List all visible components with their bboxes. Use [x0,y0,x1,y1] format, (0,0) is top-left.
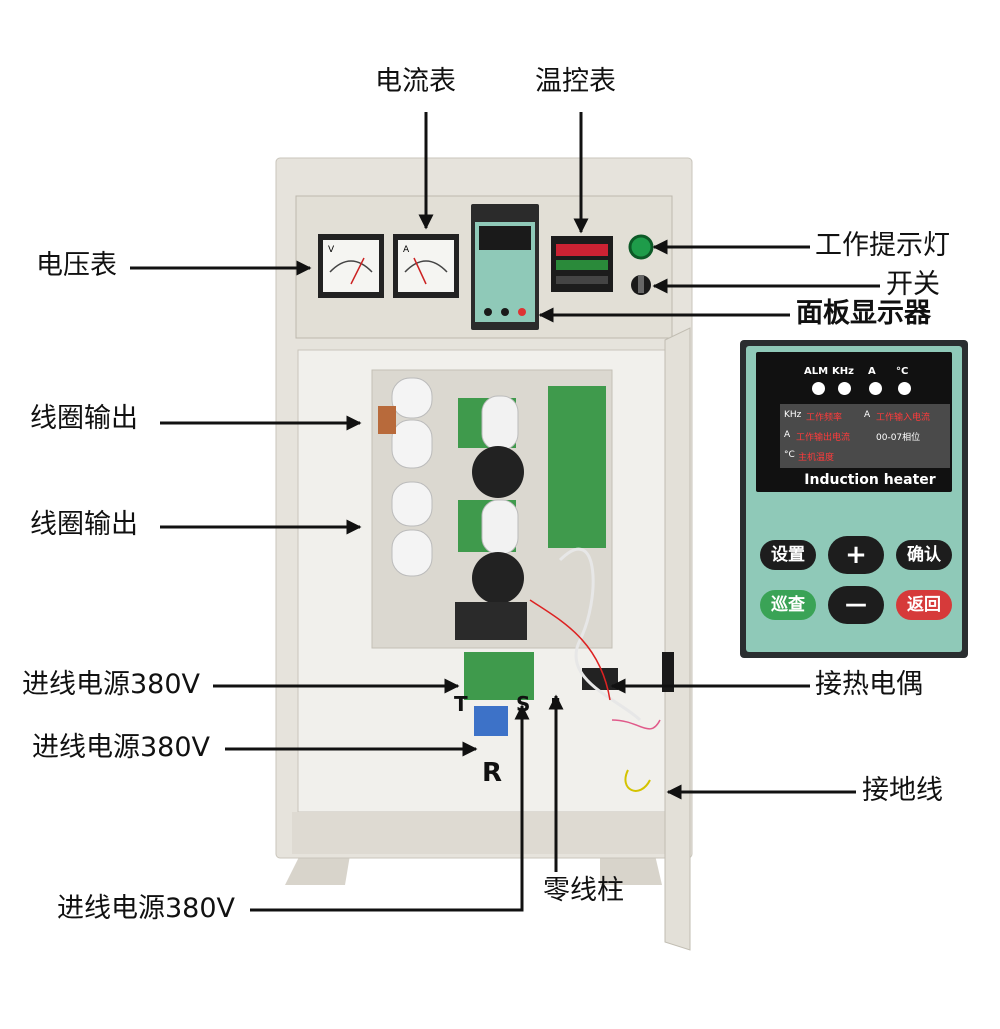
leader-lines [130,112,880,912]
work-indicator-light [628,234,654,260]
screen-phase: 00-07相位 [876,433,921,443]
cabinet-door [662,327,691,951]
terminal-t: T [454,692,468,716]
label-input-power-t: 进线电源380V [22,669,201,700]
led-alm [812,382,825,395]
label-coil-output-1: 线圈输出 [30,403,138,434]
label-thermocouple: 接热电偶 [815,669,923,700]
voltmeter: V [318,234,384,298]
screen-khz: KHz [784,410,802,420]
label-switch: 开关 [886,269,940,300]
screen-output-current: 工作输出电流 [796,433,851,443]
amp-symbol: A [403,245,410,255]
screen-a2: A [784,430,791,440]
label-voltmeter: 电压表 [36,250,117,281]
panel-brand: Induction heater [804,472,936,488]
panel-top-bezel: ALM KHz A °C KHz 工作频率 A 工作输入电流 A 工作输出电流 … [756,352,952,492]
panel-display-inset: ALM KHz A °C KHz 工作频率 A 工作输入电流 A 工作输出电流 … [740,340,968,658]
screen-work-freq: 工作频率 [806,413,843,423]
panel-face: ALM KHz A °C KHz 工作频率 A 工作输入电流 A 工作输出电流 … [746,346,962,652]
ammeter: A [393,234,459,298]
screen-degc: °C [784,450,795,460]
minus-button[interactable]: — [828,586,884,624]
plus-button[interactable]: + [828,536,884,574]
label-work-indicator: 工作提示灯 [815,230,950,261]
patrol-button[interactable]: 巡查 [760,590,816,620]
volt-symbol: V [328,245,335,255]
temperature-controller [551,236,613,292]
panel-controller [471,204,539,330]
set-button[interactable]: 设置 [760,540,816,570]
led-label-degc: °C [896,366,909,377]
label-temp-controller: 温控表 [535,66,616,97]
label-coil-output-2: 线圈输出 [30,509,138,540]
label-input-power-r: 进线电源380V [32,732,211,763]
back-button[interactable]: 返回 [896,590,952,620]
label-ground-wire: 接地线 [862,775,943,806]
led-label-khz: KHz [832,366,854,377]
led-a [869,382,882,395]
screen-host-temp: 主机温度 [798,453,835,463]
label-input-power-s: 进线电源380V [57,893,236,924]
interior-components [371,369,661,792]
terminal-s: S [516,692,531,716]
label-neutral-post: 零线柱 [543,875,624,906]
screen-a1: A [864,410,871,420]
screen-input-current: 工作输入电流 [876,413,931,423]
led-khz [838,382,851,395]
led-label-a: A [868,366,876,377]
label-panel-display: 面板显示器 [796,298,931,329]
led-label-alm: ALM [804,366,829,377]
panel-screen: KHz 工作频率 A 工作输入电流 A 工作输出电流 00-07相位 °C 主机… [780,404,950,468]
led-degc [898,382,911,395]
terminal-r: R [482,758,503,788]
confirm-button[interactable]: 确认 [896,540,952,570]
terminal-n: N [551,696,561,709]
label-ammeter: 电流表 [375,66,456,97]
